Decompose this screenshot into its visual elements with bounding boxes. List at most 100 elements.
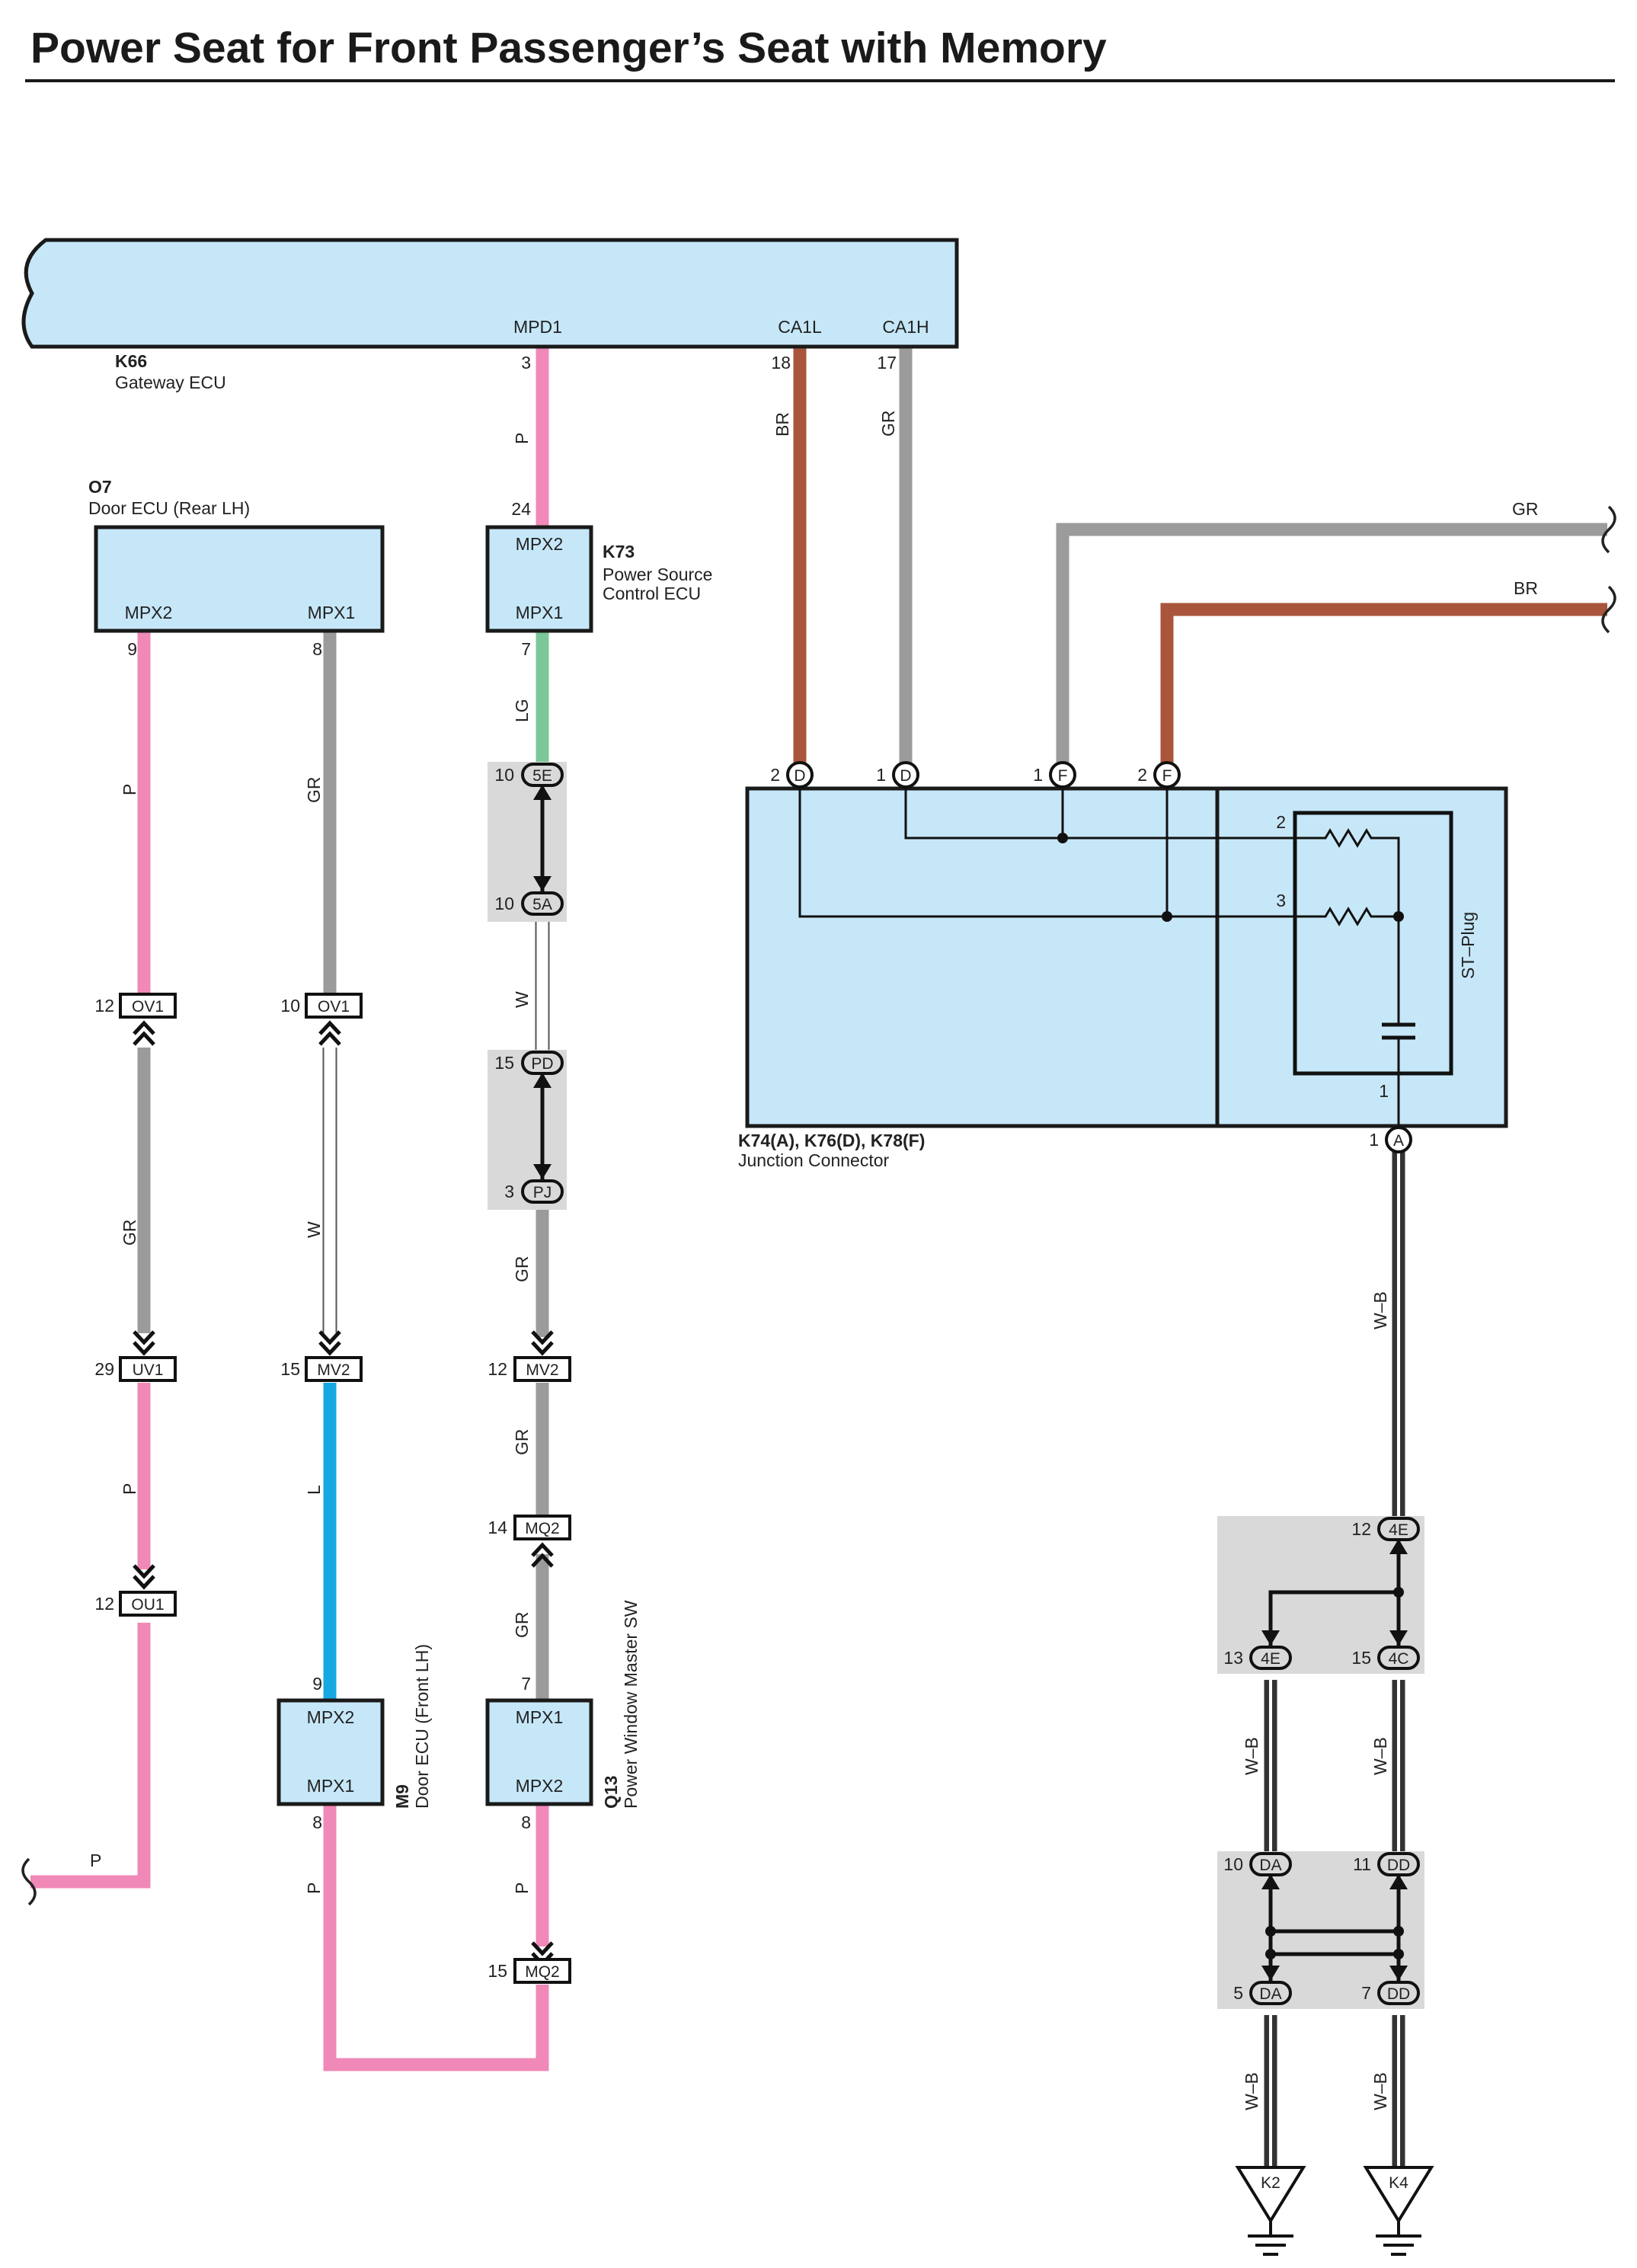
power-source-box — [485, 525, 593, 633]
st-plug-pin-2: 2 — [1276, 812, 1286, 832]
arrow-down-pj — [533, 1164, 552, 1179]
connector-5a-label: 5A — [532, 896, 552, 913]
connector-mq2-top-label: MQ2 — [525, 1520, 560, 1537]
connector-ou1-label: OU1 — [131, 1596, 164, 1614]
connector-mq2-top — [513, 1515, 571, 1540]
st-plug-pin-3: 3 — [1276, 891, 1286, 910]
chevron-down-mv2-right — [531, 1330, 554, 1356]
ground-splice-da-dd: DA 10 DD 11 DA 5 DD 7 — [1217, 1851, 1424, 2009]
junction-terminal-f-1 — [1049, 761, 1076, 789]
door-ecu-front: 9 MPX2 MPX1 8 M9 Door ECU (Front LH) — [277, 1644, 432, 1832]
door-rear-terminal-mpx1: MPX1 — [308, 603, 356, 622]
master-sw-terminal-mpx2: MPX2 — [516, 1776, 564, 1796]
connector-pj-pin: 3 — [504, 1182, 514, 1201]
door-rear-code: O7 — [88, 477, 112, 497]
junction-terminal-d-2-pin: 2 — [770, 765, 780, 785]
power-source-pin-24: 24 — [511, 499, 531, 519]
junction-line-d1 — [904, 789, 1317, 840]
arrow-down-dd — [1389, 1966, 1408, 1981]
connector-4c-pin: 15 — [1351, 1648, 1371, 1668]
power-window-master-sw: 7 MPX1 MPX2 8 Q13 Power Window Master SW — [485, 1600, 641, 1832]
wire-label-gr-mq2: GR — [512, 1612, 532, 1639]
connector-4e-top-label: 4E — [1389, 1521, 1408, 1539]
junction-terminal-f-2-letter: F — [1162, 767, 1172, 785]
connector-ov1-left — [119, 993, 177, 1019]
st-plug-box — [1293, 811, 1453, 1076]
ground-k2-icon — [1235, 2166, 1306, 2224]
connector-uv1-label: UV1 — [133, 1361, 164, 1379]
wire-label-wb-main: W–B — [1370, 1291, 1390, 1329]
wire-label-gr-right: GR — [1512, 499, 1539, 519]
connector-pd-label: PD — [531, 1055, 553, 1073]
connector-mq2-bot — [513, 1958, 571, 1984]
junction-line-d2 — [798, 789, 1317, 918]
connector-da-top — [1249, 1852, 1292, 1876]
splice-dot-4e — [1393, 1587, 1404, 1598]
chevron-down-uv1 — [133, 1330, 155, 1356]
splice-dot-da-2 — [1265, 1949, 1276, 1959]
connector-5a — [521, 891, 564, 916]
wire-label-w-k73: W — [512, 991, 532, 1008]
master-sw-pin-8: 8 — [521, 1812, 531, 1832]
connector-ou1-pin: 12 — [94, 1594, 114, 1614]
wire-gray-right — [1056, 523, 1607, 766]
door-front-name: Door ECU (Front LH) — [412, 1644, 432, 1809]
wire-label-l: L — [304, 1485, 324, 1495]
connector-ov1-left-pin: 12 — [94, 996, 114, 1016]
st-plug-pin-1: 1 — [1379, 1081, 1389, 1101]
junction-terminal-f-2-pin: 2 — [1137, 765, 1147, 785]
wire-label-p-left: P — [90, 1851, 101, 1870]
chevron-down-mv2-mid — [318, 1330, 341, 1356]
arrow-down-da — [1261, 1966, 1280, 1981]
arrow-down-5a — [533, 876, 552, 891]
connector-dd-top — [1377, 1852, 1420, 1876]
junction-terminal-a-1 — [1385, 1126, 1412, 1153]
chevron-down-ou1 — [133, 1564, 155, 1590]
connector-mv2-mid-label: MV2 — [317, 1361, 350, 1379]
ground-k4-icon — [1363, 2166, 1434, 2224]
wire-label-br-ca1l: BR — [772, 412, 792, 437]
wire-label-p-m9: P — [304, 1883, 324, 1894]
connector-uv1-pin: 29 — [94, 1359, 114, 1379]
connector-5e-pin: 10 — [494, 765, 514, 785]
connector-dd-bot-label: DD — [1387, 1985, 1410, 2003]
connector-mq2-bot-label: MQ2 — [525, 1963, 560, 1981]
splice-dot-dd-1 — [1393, 1926, 1404, 1937]
connector-5e — [521, 763, 564, 787]
arrow-up-5e — [533, 785, 552, 800]
ground-k4-label: K4 — [1389, 2174, 1408, 2192]
break-mark-p-left — [21, 1857, 37, 1906]
connector-4e-low-label: 4E — [1261, 1650, 1281, 1668]
master-sw-name: Power Window Master SW — [621, 1600, 641, 1809]
gateway-terminal-ca1h: CA1H — [882, 317, 929, 337]
wire-label-wb-dd: W–B — [1370, 2072, 1390, 2110]
wire-label-gr-o7: GR — [304, 777, 324, 804]
power-source-pin-7: 7 — [521, 639, 531, 659]
door-rear-name: Door ECU (Rear LH) — [88, 498, 250, 518]
connector-uv1 — [119, 1356, 177, 1382]
wire-label-gr-ca1h: GR — [878, 411, 898, 437]
connector-pj-label: PJ — [533, 1184, 552, 1201]
junction-name: Junction Connector — [738, 1150, 890, 1170]
master-sw-code: Q13 — [601, 1776, 621, 1809]
connector-ov1-right-pin: 10 — [280, 996, 300, 1016]
connector-da-bot-label: DA — [1259, 1985, 1281, 2003]
master-sw-box — [485, 1698, 593, 1806]
connector-dd-top-pin: 11 — [1353, 1854, 1371, 1874]
arrow-up-dd — [1389, 1874, 1408, 1889]
connector-mq2-top-pin: 14 — [488, 1518, 507, 1537]
connector-da-top-pin: 10 — [1223, 1854, 1243, 1874]
gateway-terminal-mpd1: MPD1 — [513, 317, 562, 337]
junction-terminal-f-1-pin: 1 — [1033, 765, 1043, 785]
resistor-1-icon — [1317, 828, 1400, 916]
junction-terminal-a-1-letter: A — [1393, 1132, 1404, 1150]
power-source-code: K73 — [603, 542, 635, 561]
splice-dot-dd-2 — [1393, 1949, 1404, 1959]
junction-dot-2 — [1162, 911, 1172, 922]
gateway-code: K66 — [115, 351, 147, 371]
door-rear-pin-8: 8 — [312, 639, 322, 659]
master-sw-terminal-mpx1: MPX1 — [516, 1707, 564, 1727]
ground-splice-4e-4c: 4E 12 4E 13 4C 15 — [1217, 1516, 1424, 1674]
wire-label-w-ov1: W — [304, 1221, 324, 1238]
chevron-up-ov1-right — [318, 1020, 341, 1046]
